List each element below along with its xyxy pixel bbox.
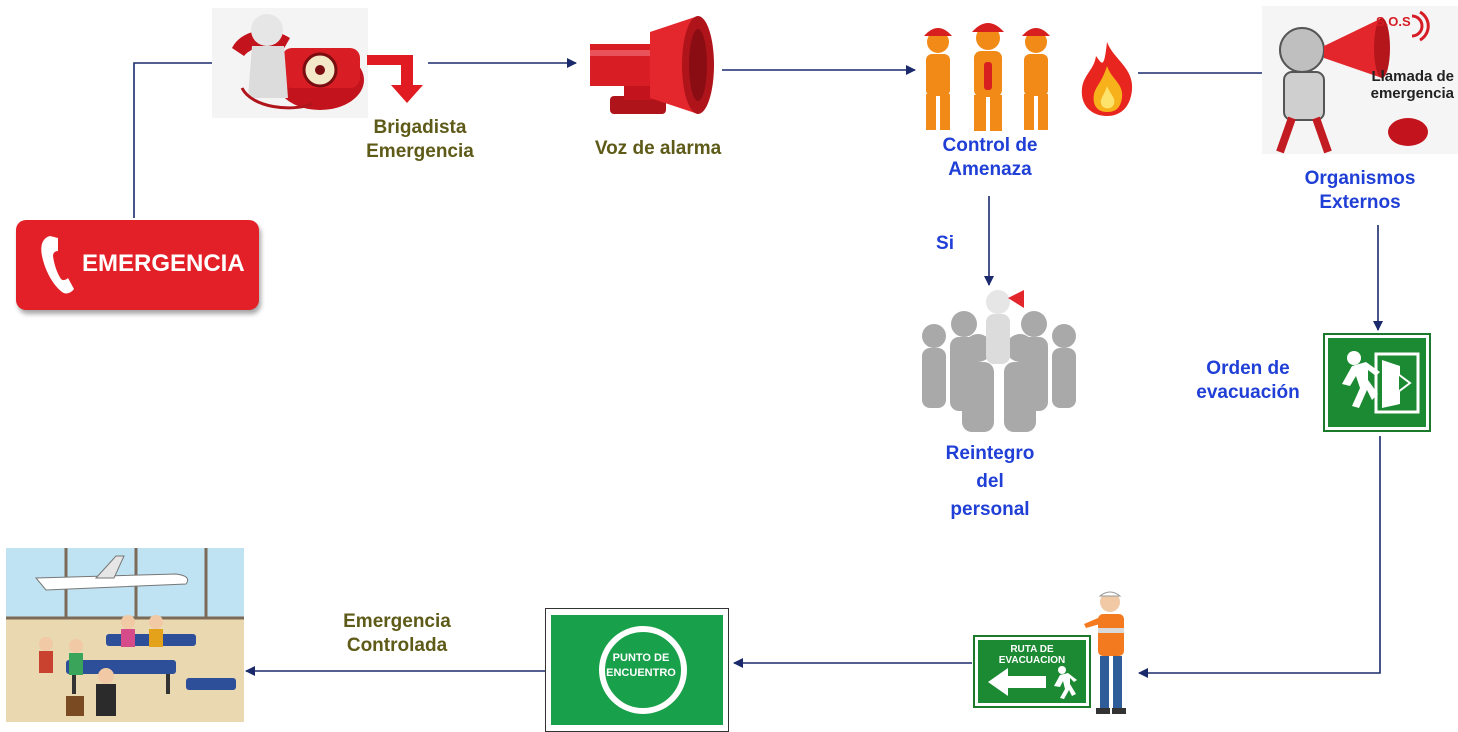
punto-encuentro-text: PUNTO DE ENCUENTRO	[606, 652, 676, 679]
organismos-externos-label: Organismos Externos	[1304, 168, 1416, 213]
punto-encuentro-ring	[599, 626, 687, 714]
fire-icon	[1081, 42, 1133, 116]
brigadista-label: Brigadista Emergencia	[366, 117, 474, 162]
emergencia-text: EMERGENCIA	[82, 250, 245, 277]
arrow-emergencia-to-phone	[133, 58, 223, 218]
phone-handset-icon	[41, 236, 74, 294]
reintegro-personal-label: Reintegro del personal	[945, 443, 1035, 520]
emergency-call-robot-figure: S.O.S Llamada de emergencia	[1262, 6, 1458, 154]
sos-badge: S.O.S	[1376, 14, 1411, 29]
si-label: Si	[936, 233, 954, 254]
ruta-evacuacion-text: RUTA DE EVACUACION	[998, 644, 1066, 666]
ruta-evacuacion-sign: RUTA DE EVACUACION	[973, 635, 1091, 708]
airport-waiting-area-illustration	[6, 548, 244, 722]
red-corner-arrow-icon	[367, 55, 423, 103]
orden-evacuacion-label: Orden de evacuación	[1196, 358, 1300, 403]
llamada-emergencia-caption: Llamada de emergencia	[1370, 68, 1454, 102]
people-group-icon	[922, 290, 1076, 432]
control-amenaza-label: Control de Amenaza	[942, 135, 1038, 180]
arrow-orden-to-ruta	[1138, 436, 1381, 678]
evacuation-worker-figure	[1084, 591, 1126, 714]
punto-encuentro-sign: PUNTO DE ENCUENTRO	[545, 608, 729, 732]
left-arrow-runner-icon	[988, 666, 1077, 699]
emergencia-button: EMERGENCIA	[16, 220, 259, 310]
running-exit-icon	[1342, 351, 1420, 414]
brigadista-telephone-figure	[212, 8, 368, 118]
emergencia-controlada-label: Emergencia Controlada	[343, 611, 451, 656]
exit-sign	[1323, 333, 1431, 432]
voz-alarma-label: Voz de alarma	[594, 138, 722, 159]
alarm-siren-icon	[590, 16, 714, 114]
firefighters-icon	[924, 23, 1050, 131]
